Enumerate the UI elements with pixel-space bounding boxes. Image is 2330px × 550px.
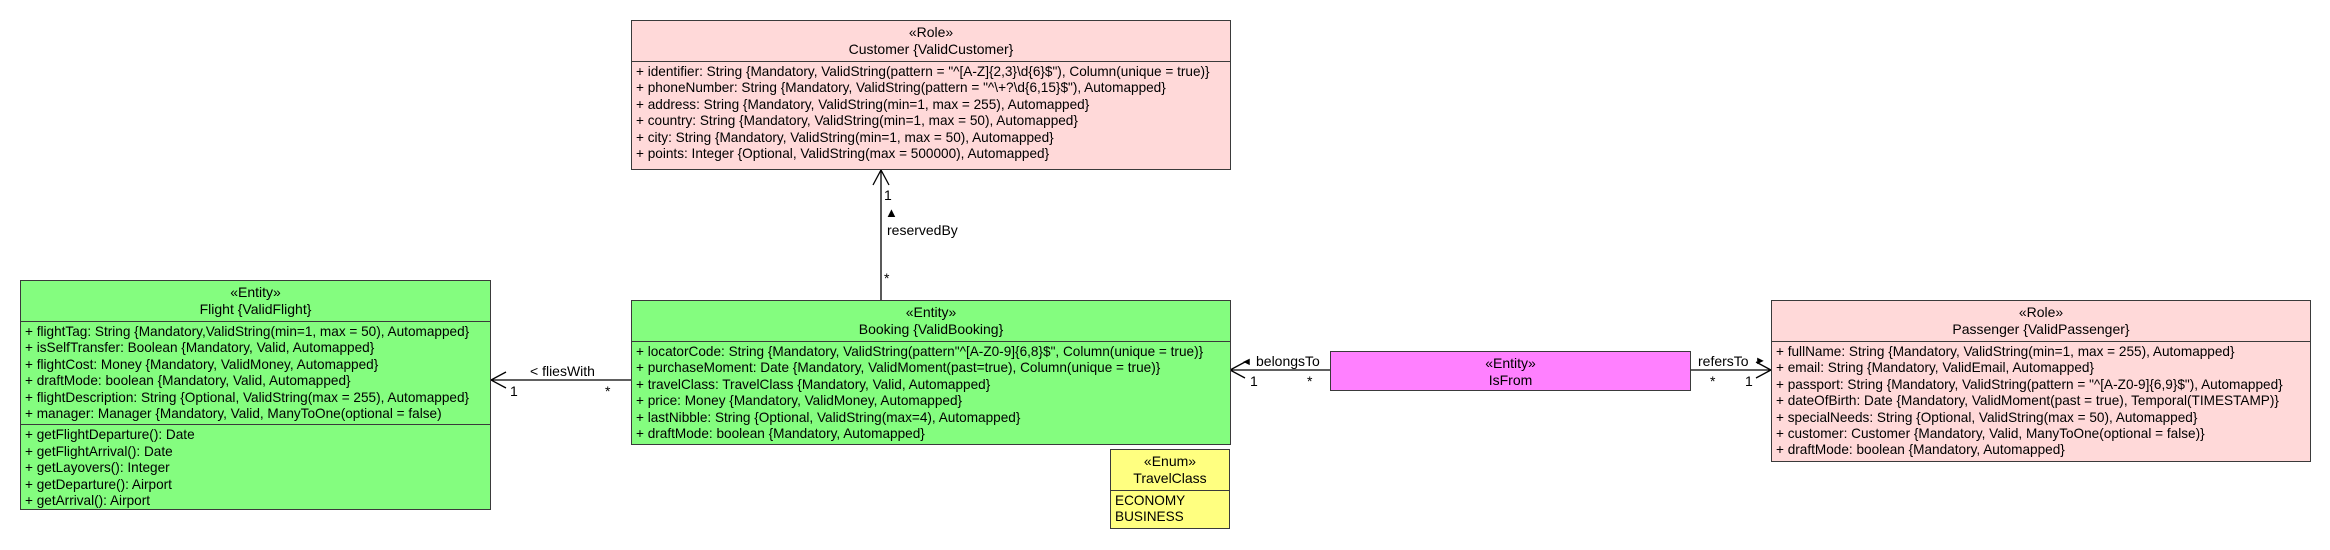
reservedby-arrowhead xyxy=(872,168,890,186)
passenger-attribute: + email: String {Mandatory, ValidEmail, … xyxy=(1776,360,2094,376)
enum-literal: ECONOMY xyxy=(1115,493,1186,508)
passenger-header: «Role» Passenger {ValidPassenger} xyxy=(1772,301,2310,341)
isfrom-class[interactable]: «Entity» IsFrom xyxy=(1330,351,1691,391)
travelclass-header: «Enum» TravelClass xyxy=(1111,450,1229,490)
customer-attribute: + phoneNumber: String {Mandatory, ValidS… xyxy=(636,80,1166,96)
reservedby-booking-multiplicity: * xyxy=(884,270,890,286)
travelclass-stereotype: «Enum» xyxy=(1143,453,1197,469)
passenger-attribute: + passport: String {Mandatory, ValidStri… xyxy=(1776,376,2283,392)
belongsto-isfrom-multiplicity: * xyxy=(1307,373,1313,389)
customer-attribute: + identifier: String {Mandatory, ValidSt… xyxy=(636,64,1210,79)
travelclass-enum[interactable]: «Enum» TravelClass ECONOMY BUSINESS xyxy=(1110,449,1230,529)
flight-attribute: + manager: Manager {Mandatory, Valid, Ma… xyxy=(25,406,442,422)
flight-stereotype: «Entity» xyxy=(230,284,281,300)
reservedby-direction-arrow: ▲ xyxy=(885,205,898,220)
reservedby-label: reservedBy xyxy=(887,222,958,238)
flight-name: Flight {ValidFlight} xyxy=(199,301,312,317)
passenger-attribute: + customer: Customer {Mandatory, Valid, … xyxy=(1776,426,2205,442)
flight-attribute: + flightTag: String {Mandatory,ValidStri… xyxy=(25,324,470,339)
booking-stereotype: «Entity» xyxy=(905,304,957,320)
passenger-stereotype: «Role» xyxy=(2018,304,2064,320)
flight-attributes: + flightTag: String {Mandatory,ValidStri… xyxy=(21,321,490,424)
flight-method: + getFlightDeparture(): Date xyxy=(25,427,195,443)
booking-attribute: + lastNibble: String {Optional, ValidStr… xyxy=(636,409,1021,425)
refersto-label: refersTo xyxy=(1698,353,1749,369)
booking-attribute: + draftMode: boolean {Mandatory, Automap… xyxy=(636,426,925,442)
passenger-attribute: + fullName: String {Mandatory, ValidStri… xyxy=(1776,344,2235,359)
flight-header: «Entity» Flight {ValidFlight} xyxy=(21,281,490,321)
flieswith-flight-multiplicity: 1 xyxy=(510,383,518,399)
passenger-attribute: + specialNeeds: String {Optional, ValidS… xyxy=(1776,409,2198,425)
flight-method: + getFlightArrival(): Date xyxy=(25,443,173,459)
flight-attribute: + isSelfTransfer: Boolean {Mandatory, Va… xyxy=(25,340,375,356)
flieswith-label: < fliesWith xyxy=(530,363,595,379)
belongsto-direction-arrow: ◄ xyxy=(1241,356,1252,368)
enum-literal: BUSINESS xyxy=(1115,509,1184,525)
refersto-direction-arrow: ► xyxy=(1755,355,1766,367)
flight-methods: + getFlightDeparture(): Date + getFlight… xyxy=(21,424,490,511)
passenger-name: Passenger {ValidPassenger} xyxy=(1952,321,2130,337)
booking-attribute: + price: Money {Mandatory, ValidMoney, A… xyxy=(636,393,963,409)
booking-name: Booking {ValidBooking} xyxy=(858,321,1004,337)
flight-class[interactable]: «Entity» Flight {ValidFlight} + flightTa… xyxy=(20,280,491,510)
flieswith-booking-multiplicity: * xyxy=(605,383,611,399)
refersto-isfrom-multiplicity: * xyxy=(1710,373,1716,389)
belongsto-label: belongsTo xyxy=(1256,353,1320,369)
customer-attributes: + identifier: String {Mandatory, ValidSt… xyxy=(632,61,1230,164)
isfrom-header: «Entity» IsFrom xyxy=(1331,352,1690,392)
passenger-attributes: + fullName: String {Mandatory, ValidStri… xyxy=(1772,341,2310,461)
isfrom-name: IsFrom xyxy=(1488,372,1533,388)
passenger-class[interactable]: «Role» Passenger {ValidPassenger} + full… xyxy=(1771,300,2311,462)
flieswith-arrowhead xyxy=(489,371,507,389)
customer-attribute: + city: String {Mandatory, ValidString(m… xyxy=(636,129,1054,145)
passenger-attribute: + draftMode: boolean {Mandatory, Automap… xyxy=(1776,442,2065,458)
customer-attribute: + points: Integer {Optional, ValidString… xyxy=(636,146,1050,162)
booking-attribute: + travelClass: TravelClass {Mandatory, V… xyxy=(636,376,991,392)
travelclass-name: TravelClass xyxy=(1133,470,1207,486)
reservedby-customer-multiplicity: 1 xyxy=(884,187,892,203)
booking-class[interactable]: «Entity» Booking {ValidBooking} + locato… xyxy=(631,300,1231,445)
customer-stereotype: «Role» xyxy=(908,24,954,40)
passenger-attribute: + dateOfBirth: Date {Mandatory, ValidMom… xyxy=(1776,393,2279,409)
booking-attribute: + purchaseMoment: Date {Mandatory, Valid… xyxy=(636,360,1161,376)
customer-class[interactable]: «Role» Customer {ValidCustomer} + identi… xyxy=(631,20,1231,170)
booking-header: «Entity» Booking {ValidBooking} xyxy=(632,301,1230,341)
customer-header: «Role» Customer {ValidCustomer} xyxy=(632,21,1230,61)
customer-name: Customer {ValidCustomer} xyxy=(848,41,1014,57)
customer-attribute: + country: String {Mandatory, ValidStrin… xyxy=(636,113,1078,129)
flight-method: + getLayovers(): Integer xyxy=(25,460,170,476)
flight-attribute: + flightDescription: String {Optional, V… xyxy=(25,389,470,405)
booking-attribute: + locatorCode: String {Mandatory, ValidS… xyxy=(636,344,1204,359)
booking-attributes: + locatorCode: String {Mandatory, ValidS… xyxy=(632,341,1230,444)
customer-attribute: + address: String {Mandatory, ValidStrin… xyxy=(636,96,1090,112)
flight-attribute: + flightCost: Money {Mandatory, ValidMon… xyxy=(25,356,379,372)
flight-method: + getArrival(): Airport xyxy=(25,493,151,509)
flight-attribute: + draftMode: boolean {Mandatory, Valid, … xyxy=(25,373,351,389)
flight-method: + getDeparture(): Airport xyxy=(25,476,172,492)
travelclass-literals: ECONOMY BUSINESS xyxy=(1111,490,1229,528)
belongsto-booking-multiplicity: 1 xyxy=(1250,373,1258,389)
isfrom-stereotype: «Entity» xyxy=(1485,355,1536,371)
refersto-passenger-multiplicity: 1 xyxy=(1745,373,1753,389)
